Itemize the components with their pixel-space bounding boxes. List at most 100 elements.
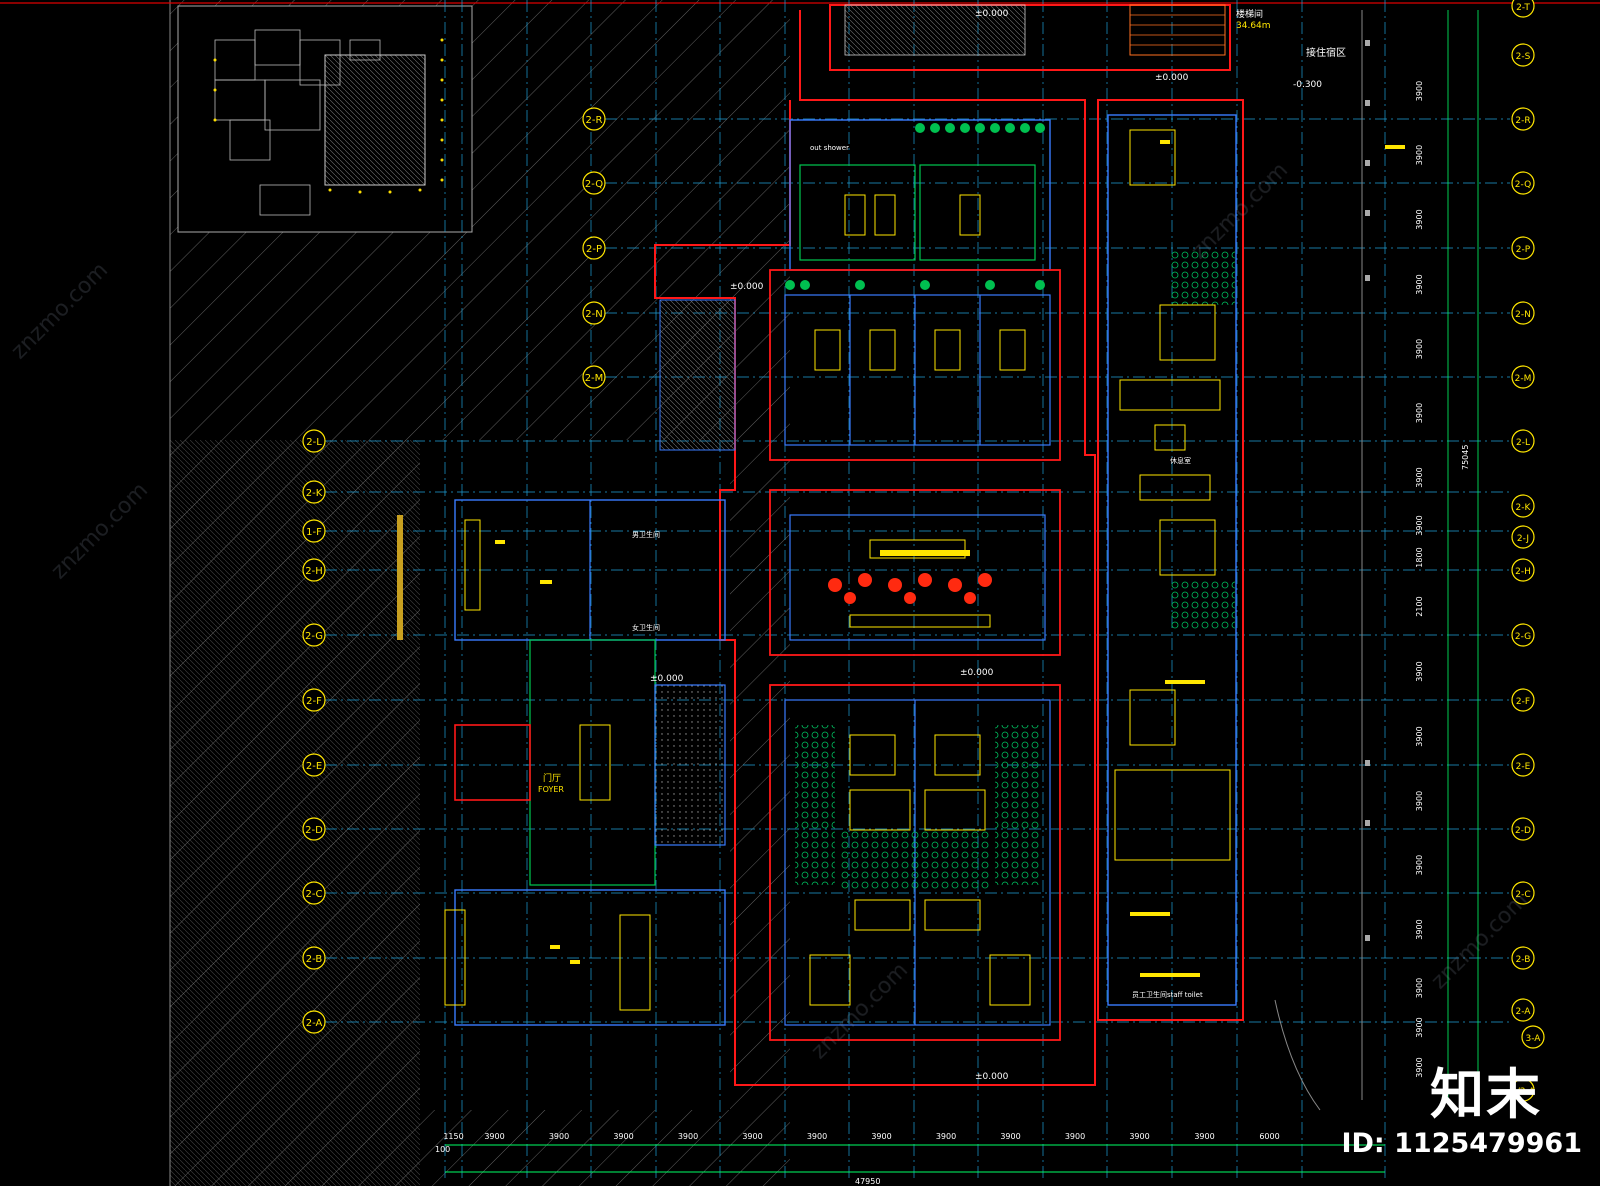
right-dimension-label: 3900 [1415, 855, 1424, 875]
key-plan-inset [177, 5, 473, 233]
bottom-dimension-label: 3900 [484, 1132, 504, 1141]
svg-text:2-N: 2-N [585, 309, 602, 320]
stair-label: 楼梯间 [1236, 8, 1263, 20]
grid-bubble-left: 2-P [582, 236, 606, 260]
bottom-dimension-label: 3900 [742, 1132, 762, 1141]
svg-text:3-A: 3-A [1526, 1034, 1542, 1044]
svg-text:2-F: 2-F [1516, 697, 1530, 707]
lounge-label: 休息室 [1170, 456, 1191, 465]
grid-bubble-right: 2-T [1511, 0, 1535, 18]
bottom-dimension-label: 3900 [1000, 1132, 1020, 1141]
level-foyer: ±0.000 [650, 674, 684, 684]
svg-text:2-F: 2-F [306, 696, 322, 707]
grid-bubble-right: 2-M [1511, 365, 1535, 389]
bottom-dimension-label: 3900 [1129, 1132, 1149, 1141]
right-dimension-label: 3900 [1415, 726, 1424, 746]
svg-text:2-M: 2-M [585, 373, 604, 384]
level-neg: -0.300 [1293, 80, 1322, 90]
building-outline [397, 4, 1405, 1111]
svg-text:2-L: 2-L [306, 437, 322, 448]
svg-text:2-D: 2-D [305, 825, 323, 836]
staff-toilet: 员工卫生间staff toilet [1132, 990, 1203, 999]
right-axis-bubbles: 2-T2-S2-R2-Q2-P2-N2-M2-L2-K2-J2-H2-G2-F2… [1511, 0, 1545, 1102]
right-dimensions: 3900390039003900390039003900390018002100… [1415, 81, 1424, 1078]
right-dimension-label: 2100 [1415, 596, 1424, 616]
grid-bubble-right: 2-D [1511, 817, 1535, 841]
grid-bubble-right: 2-H [1511, 558, 1535, 582]
grid-bubble-left: 2-H [302, 558, 326, 582]
horizontal-grid [325, 118, 1510, 1023]
right-dimension-label: 3900 [1415, 661, 1424, 681]
grid-bubble-left: 2-G [302, 623, 326, 647]
out-shower-label: out shower [810, 144, 849, 152]
right-dimension-label: 3900 [1415, 81, 1424, 101]
staff-entry-label: 接住宿区 [1306, 46, 1346, 59]
right-dimension-label: 3900 [1415, 978, 1424, 998]
grid-bubble-right: 3-A [1521, 1025, 1545, 1049]
bottom-dimension-label: 3900 [871, 1132, 891, 1141]
right-dimension-label: 3900 [1415, 339, 1424, 359]
svg-text:znzmo.com: znzmo.com [807, 958, 913, 1064]
bottom-offset: 100 [435, 1145, 450, 1154]
level-lounge: ±0.000 [960, 668, 994, 678]
right-dimension-label: 3900 [1415, 1017, 1424, 1037]
grid-bubble-left: 2-B [302, 946, 326, 970]
image-id: ID: 1125479961 [1341, 1128, 1582, 1159]
grid-bubble-right: 1/2-A [1511, 1078, 1536, 1102]
grid-bubble-right: 2-B [1511, 946, 1535, 970]
bottom-dimension-label: 1150 [443, 1132, 463, 1141]
left-axis-bubbles: 2-R 2-Q 2-P 2-N 2-M 2-L 2-K 1-F 2-H 2-G 2-F 2-E 2-D 2… [302, 107, 606, 1034]
svg-text:2-M: 2-M [1515, 374, 1532, 384]
svg-text:2-A: 2-A [306, 1018, 323, 1029]
svg-text:2-Q: 2-Q [585, 179, 603, 190]
svg-text:1/2-A: 1/2-A [1511, 1087, 1536, 1097]
lounge-chairs [828, 573, 992, 604]
grid-bubble-left: 2-N [582, 301, 606, 325]
grid-bubble-right: 2-S [1511, 43, 1535, 67]
svg-text:2-C: 2-C [1515, 890, 1530, 900]
grid-bubble-left: 2-R [582, 107, 606, 131]
right-dimension-label: 3900 [1415, 791, 1424, 811]
svg-text:2-B: 2-B [306, 954, 323, 965]
svg-text:2-D: 2-D [1515, 826, 1531, 836]
grid-bubble-left: 1-F [302, 519, 326, 543]
svg-text:2-A: 2-A [1516, 1007, 1532, 1017]
grid-bubble-left: 2-L [302, 429, 326, 453]
grid-bubble-left: 2-D [302, 817, 326, 841]
svg-text:2-P: 2-P [1516, 245, 1531, 255]
svg-text:znzmo.com: znzmo.com [1187, 158, 1293, 264]
svg-text:2-S: 2-S [1516, 52, 1531, 62]
grid-bubble-right: 2-J [1511, 525, 1535, 549]
svg-text:2-G: 2-G [305, 631, 323, 642]
grid-bubble-left: 2-Q [582, 171, 606, 195]
svg-text:2-K: 2-K [1516, 503, 1532, 513]
grid-bubble-right: 2-A [1511, 998, 1535, 1022]
grid-bubble-right: 2-Q [1511, 171, 1535, 195]
svg-text:2-Q: 2-Q [1515, 180, 1531, 190]
grid-bubble-left: 2-K [302, 480, 326, 504]
bottom-dimension-label: 3900 [1194, 1132, 1214, 1141]
bottom-dimension-label: 3900 [678, 1132, 698, 1141]
svg-text:2-R: 2-R [586, 115, 603, 126]
svg-text:2-C: 2-C [306, 889, 323, 900]
right-dimension-label: 3900 [1415, 467, 1424, 487]
grid-bubble-right: 2-R [1511, 107, 1535, 131]
svg-text:2-P: 2-P [586, 244, 602, 255]
bottom-dimension-label: 3900 [613, 1132, 633, 1141]
bottom-dimension-label: 3900 [936, 1132, 956, 1141]
right-dimension-label: 3900 [1415, 209, 1424, 229]
grid-bubble-left: 2-E [302, 753, 326, 777]
stair-height: 34.64m [1236, 21, 1271, 31]
male-toilet: 男卫生间 [632, 530, 660, 539]
grid-bubble-right: 2-P [1511, 236, 1535, 260]
right-total: 75045 [1461, 445, 1470, 470]
bottom-dimension-label: 3900 [549, 1132, 569, 1141]
foyer-cn: 门厅 [543, 772, 561, 784]
svg-text:1-F: 1-F [306, 527, 322, 538]
grid-bubble-right: 2-L [1511, 429, 1535, 453]
bottom-dimension-label: 3900 [1065, 1132, 1085, 1141]
svg-text:2-H: 2-H [1515, 567, 1531, 577]
right-dimension-label: 3900 [1415, 274, 1424, 294]
right-dimension-label: 3900 [1415, 919, 1424, 939]
grid-bubble-left: 2-C [302, 881, 326, 905]
